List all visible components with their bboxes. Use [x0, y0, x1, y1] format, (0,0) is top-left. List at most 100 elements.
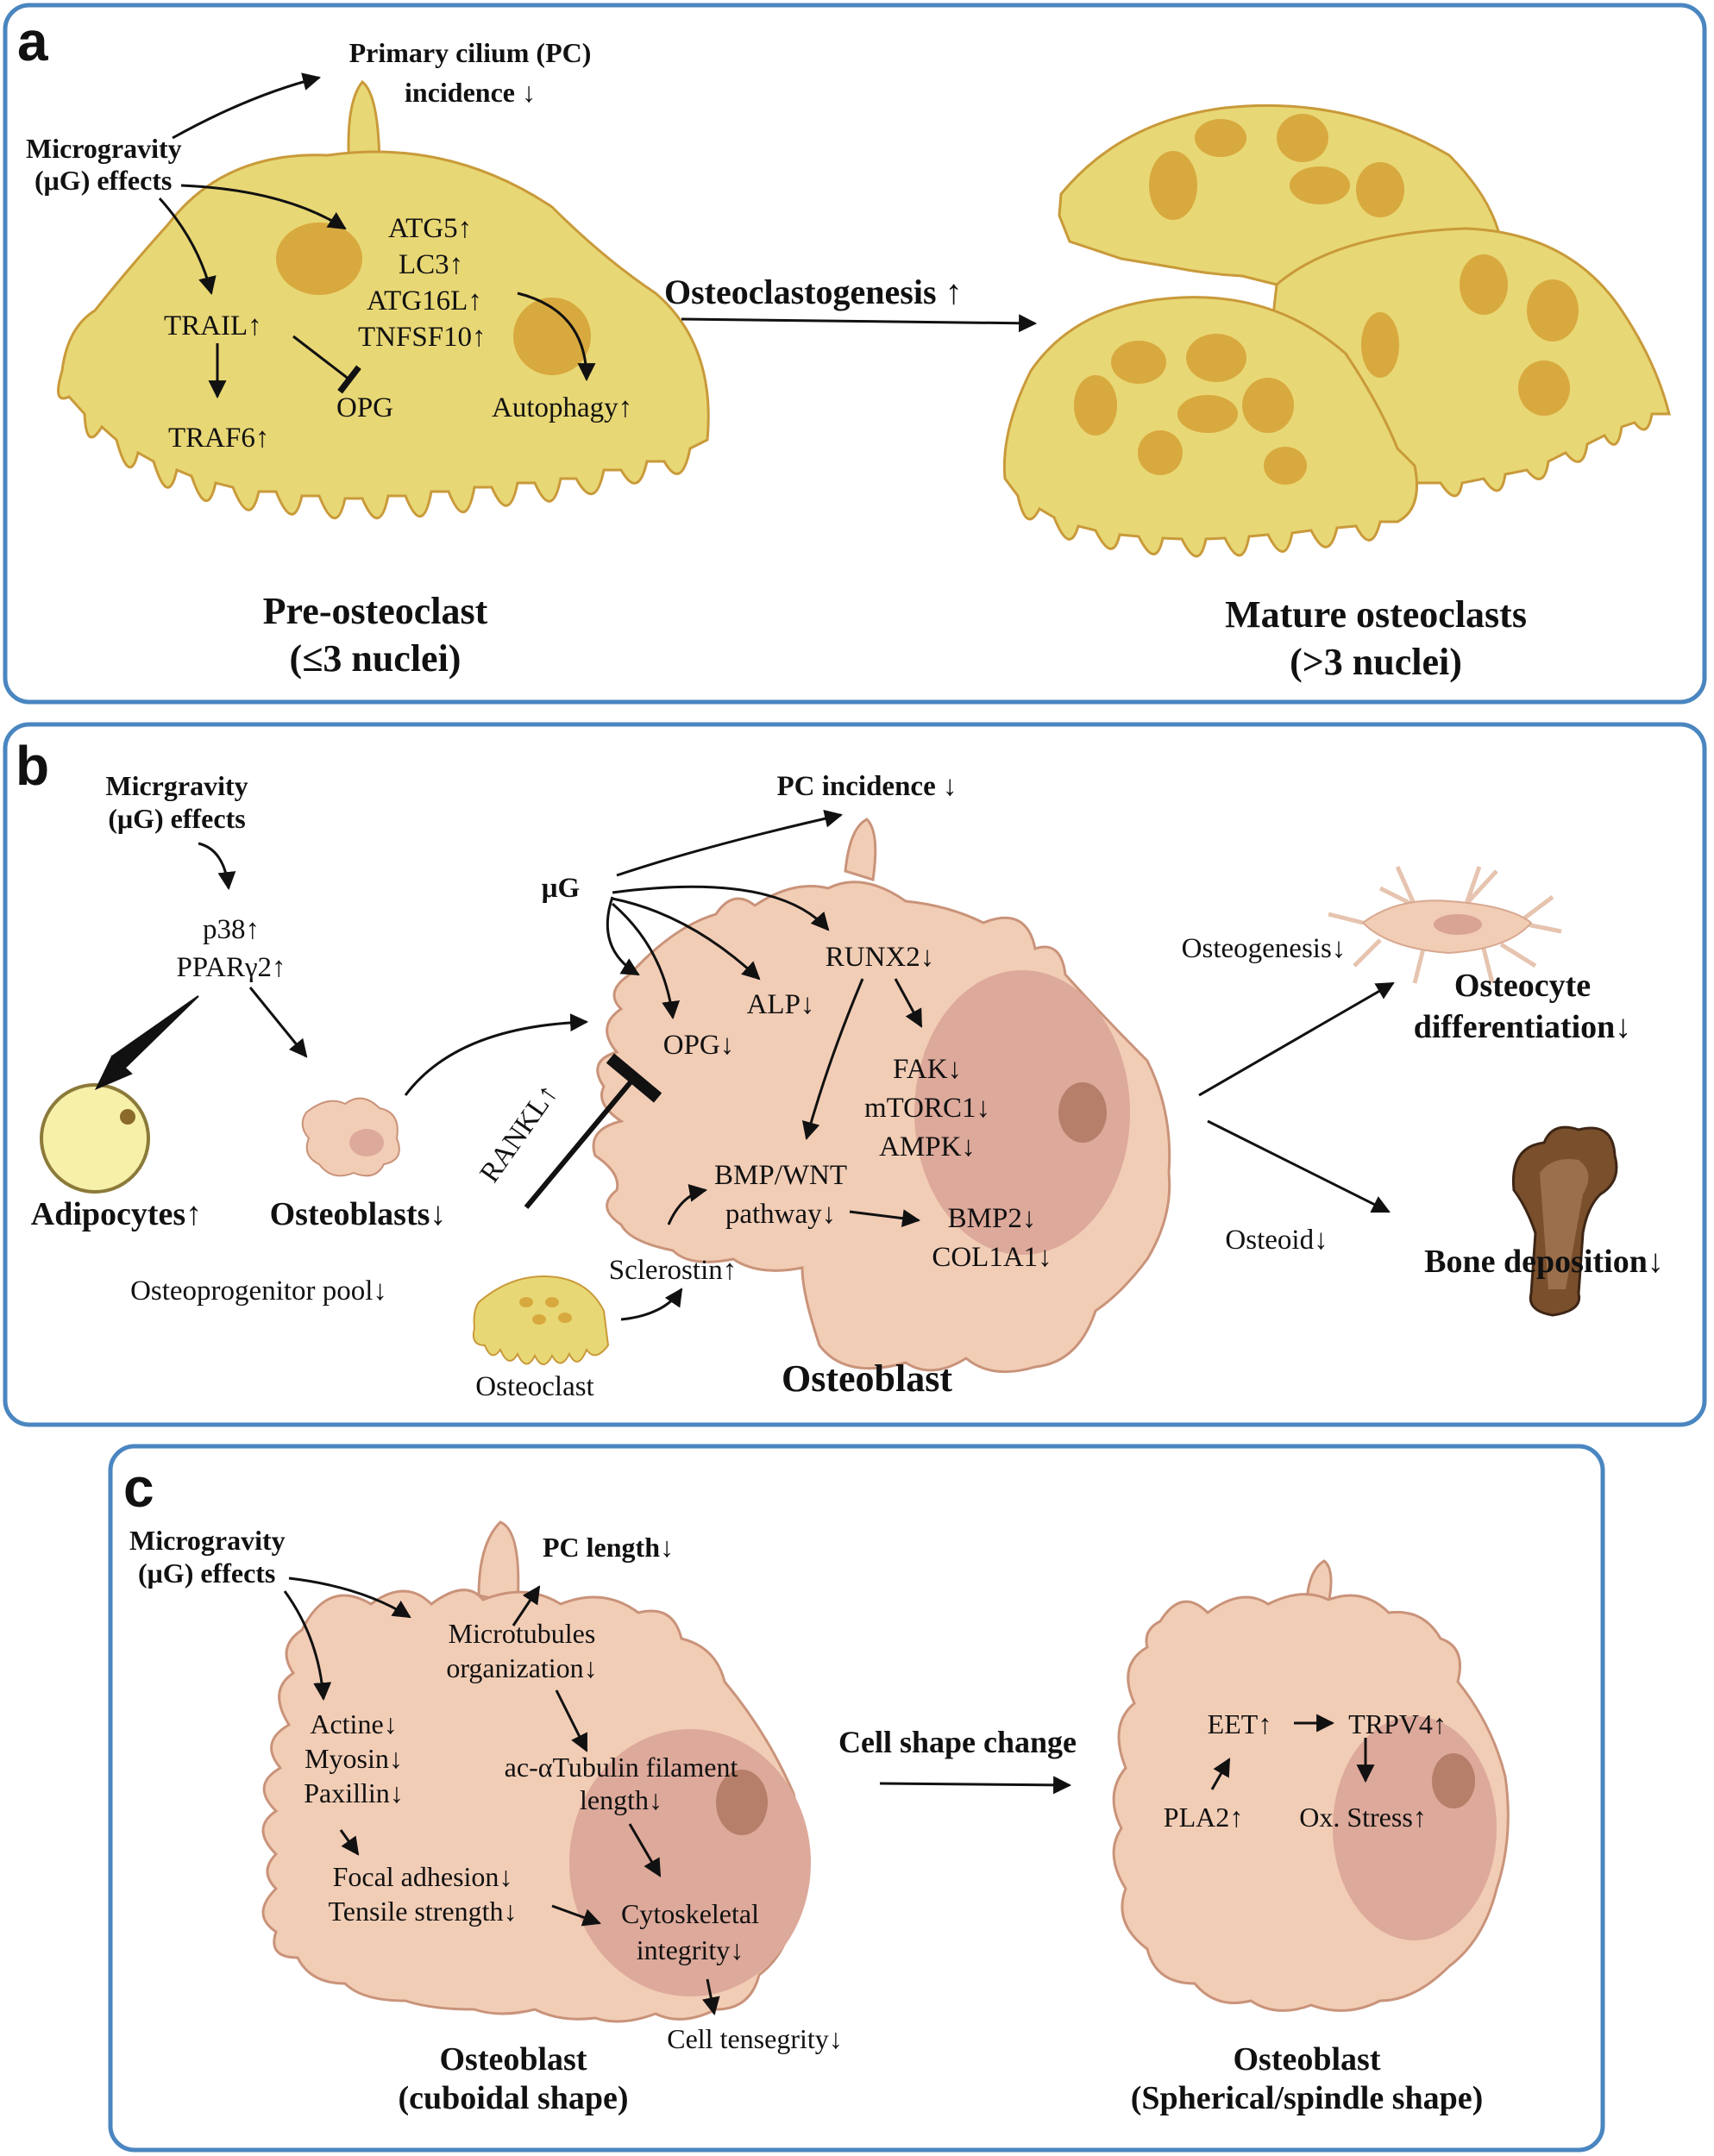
cell-tensegrity-label: Cell tensegrity↓ [667, 2023, 843, 2054]
mature-nucleus [1186, 334, 1246, 382]
panel-c-left-osteoblast [261, 1520, 811, 2023]
ampk-label: AMPK↓ [879, 1131, 976, 1163]
ug-label: μG [542, 873, 580, 904]
arrow-ug-to-trail [158, 197, 217, 296]
osteoclastogenesis-label: Osteoclastogenesis ↑ [664, 273, 963, 311]
bone-icon [1511, 1125, 1618, 1317]
small-osteoblast-icon [301, 1097, 400, 1177]
microgravity-label: (μG) effects [35, 165, 172, 196]
mature-nucleus [1277, 114, 1328, 162]
mature-nucleus [1242, 378, 1294, 433]
mature-nucleus [1111, 341, 1166, 384]
osteoblast-spherical-caption: (Spherical/spindle shape) [1131, 2080, 1484, 2116]
pre-osteoclast-nucleus-2 [513, 298, 591, 375]
adipocytes-label: Adipocytes↑ [31, 1196, 202, 1232]
arrow-osteoclastogenesis [681, 314, 1038, 333]
arrow-ug-to-pc [616, 809, 844, 877]
arrow-to-bone [1207, 1119, 1391, 1213]
arrow-ug-to-microtubules [288, 1576, 411, 1619]
ppar-label: PPARγ2↑ [176, 952, 286, 983]
mature-nucleus [1177, 395, 1238, 433]
panel-c-right-nucleolus [1432, 1753, 1475, 1808]
tnfsf10-label: TNFSF10↑ [358, 322, 487, 353]
microgravity-label: (μG) effects [108, 803, 245, 834]
atg16l-label: ATG16L↑ [367, 285, 482, 317]
arrow-paxillin-to-focal [339, 1829, 360, 1856]
arrow-tensile-to-cytoskeletal [551, 1904, 601, 1927]
arrow-sclerostin-to-bmp [667, 1183, 708, 1225]
microtubules-label: organization↓ [446, 1652, 597, 1683]
small-osteoclast-icon [472, 1275, 610, 1365]
eet-label: EET↑ [1208, 1708, 1272, 1739]
panel-b-border [3, 722, 1707, 1427]
mature-nucleus [1356, 162, 1404, 217]
panel-a-border [3, 3, 1707, 705]
focal-adhesion-label: Focal adhesion↓ [333, 1861, 513, 1892]
panel-c: c Microgravity (μG) effects [108, 1444, 1605, 2153]
bone-deposition-label: Bone deposition↓ [1424, 1244, 1664, 1280]
arrow-cytoskeletal-to-tensegrity [701, 1978, 720, 2016]
panel-c-left-nucleolus [716, 1770, 768, 1835]
panel-b-nucleus [914, 970, 1130, 1255]
osteoblasts-label: Osteoblasts↓ [270, 1196, 447, 1232]
osteoblast-spherical-caption: Osteoblast [1234, 2041, 1381, 2078]
trail-label: TRAIL↑ [164, 310, 262, 342]
arrow-to-autophagy [517, 291, 596, 382]
bmp-wnt-label: BMP/WNT [714, 1160, 847, 1191]
osteocyte-label: differentiation↓ [1414, 1009, 1632, 1045]
arrow-osteoclast-to-sclerostin [620, 1288, 683, 1321]
osteogenesis-label: Osteogenesis↓ [1182, 933, 1347, 964]
tubulin-label: length↓ [580, 1784, 662, 1815]
panel-b: b [3, 722, 1707, 1427]
arrow-runx2-to-fak [894, 978, 923, 1028]
trpv4-label: TRPV4↑ [1348, 1708, 1447, 1739]
microtubules-label: Microtubules [449, 1618, 596, 1649]
arrow-bmp-to-bmp2 [849, 1209, 921, 1228]
ox-stress-label: Ox. Stress↑ [1299, 1802, 1427, 1833]
panel-c-letter: c [123, 1457, 154, 1519]
fak-label: FAK↓ [893, 1054, 962, 1085]
panel-c-right-osteoblast [1112, 1559, 1510, 2012]
mature-nucleus [1460, 254, 1508, 315]
tubulin-label: ac-αTubulin filament [505, 1752, 738, 1783]
arrow-to-osteocyte [1198, 981, 1395, 1097]
col1a1-label: COL1A1↓ [932, 1242, 1052, 1273]
bmp2-label: BMP2↓ [948, 1203, 1037, 1234]
arrow-to-osteoblasts [248, 987, 308, 1058]
mature-nucleus [1149, 151, 1197, 220]
osteoblast-cuboidal-caption: Osteoblast [440, 2041, 587, 2078]
pc-length-label: PC length↓ [543, 1532, 674, 1563]
arrow-ug-to-cell [606, 896, 640, 976]
mature-nucleus [1361, 312, 1399, 378]
pre-osteoclast-cell [57, 79, 710, 520]
arrow-tubulin-to-cytoskeletal [628, 1823, 662, 1877]
panel-a-letter: a [17, 10, 48, 72]
primary-cilium-label: incidence ↓ [405, 77, 536, 108]
osteoprogenitor-label: Osteoprogenitor pool↓ [130, 1275, 387, 1307]
arrow-ug-to-atg [180, 184, 347, 230]
mature-nucleus [1264, 447, 1307, 485]
mature-osteoclasts-caption: (>3 nuclei) [1290, 641, 1462, 683]
mature-nucleus [1138, 430, 1183, 475]
arrow-ug-to-runx2 [612, 885, 830, 931]
osteoid-label: Osteoid↓ [1225, 1225, 1328, 1256]
osteoblast-cuboidal-caption: (cuboidal shape) [398, 2080, 628, 2116]
tensile-strength-label: Tensile strength↓ [328, 1896, 517, 1927]
arrow-pla2-to-eet [1210, 1758, 1231, 1790]
pc-incidence-label: PC incidence ↓ [777, 771, 957, 802]
mtorc1-label: mTORC1↓ [864, 1093, 990, 1124]
cell-shape-change-label: Cell shape change [838, 1725, 1077, 1759]
mature-osteoclasts-caption: Mature osteoclasts [1225, 593, 1527, 636]
opg-label: OPG↓ [663, 1030, 735, 1061]
mature-nucleus [1518, 360, 1570, 416]
atg5-label: ATG5↑ [388, 213, 472, 244]
panel-c-border [108, 1444, 1605, 2153]
rankl-inhibit-line [524, 1053, 662, 1209]
arrow-ug-to-p38 [198, 842, 236, 891]
adipocyte-icon [40, 1083, 150, 1194]
runx2-label: RUNX2↓ [826, 942, 935, 973]
arrow-ug-to-opg [612, 902, 681, 1020]
panel-c-left-cilium [477, 1520, 520, 1606]
primary-cilium [347, 79, 381, 174]
